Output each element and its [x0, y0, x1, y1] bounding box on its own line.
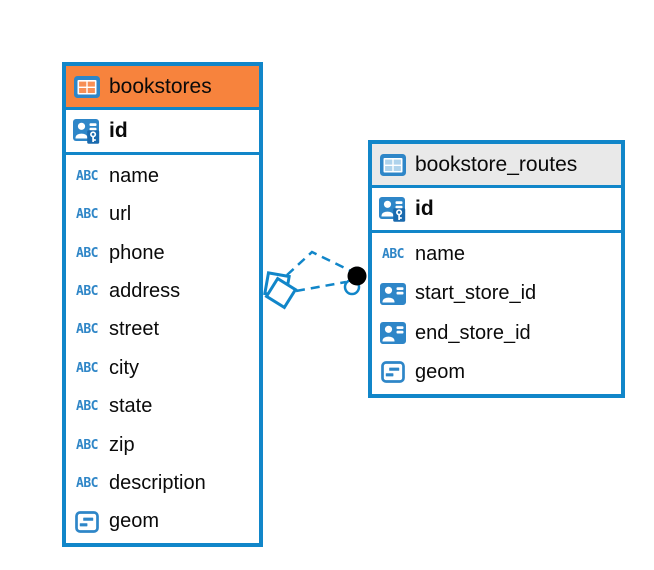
column-label: name — [415, 243, 466, 266]
reference-type-icon — [379, 283, 407, 305]
column-row[interactable]: ABC city — [66, 349, 259, 387]
table-bookstores[interactable]: bookstores id ABC name ABC url ABC phone… — [62, 62, 263, 547]
column-row[interactable]: ABC state — [66, 387, 259, 425]
text-type-icon: ABC — [76, 283, 98, 299]
column-label: city — [109, 356, 139, 379]
text-type-icon: ABC — [76, 245, 98, 261]
column-label: start_store_id — [415, 282, 537, 305]
column-label: id — [415, 197, 434, 220]
text-type-icon: ABC — [76, 322, 98, 338]
column-row[interactable]: ABC description — [66, 464, 259, 502]
text-type-icon: ABC — [382, 247, 404, 263]
column-row[interactable]: end_store_id — [372, 314, 621, 353]
column-row[interactable]: ABC name — [66, 157, 259, 195]
relationship-line-lower[interactable] — [295, 280, 347, 293]
column-label: zip — [109, 433, 135, 456]
dot-marker — [343, 266, 367, 296]
column-label: phone — [109, 241, 165, 264]
column-label: name — [109, 164, 160, 187]
column-row[interactable]: start_store_id — [372, 274, 621, 313]
primary-key-icon — [73, 119, 101, 144]
column-label: geom — [415, 360, 466, 383]
object-type-icon — [73, 511, 101, 533]
table-title: bookstores — [109, 74, 212, 98]
column-list: ABC name ABC url ABC phone ABC address A… — [66, 155, 259, 543]
column-row[interactable]: ABC address — [66, 272, 259, 310]
column-row[interactable]: geom — [66, 503, 259, 541]
text-type-icon: ABC — [76, 360, 98, 376]
table-icon — [379, 154, 407, 176]
column-label: end_store_id — [415, 321, 531, 344]
column-row[interactable]: ABC url — [66, 195, 259, 233]
column-label: id — [109, 119, 128, 142]
text-type-icon: ABC — [76, 399, 98, 415]
table-bookstore-routes[interactable]: bookstore_routes id ABC name start_store… — [368, 140, 625, 398]
column-list: ABC name start_store_id end_store_id ge — [372, 233, 621, 394]
relationship-connector[interactable] — [263, 250, 367, 310]
column-row-pk[interactable]: id — [66, 110, 259, 155]
column-row[interactable]: ABC zip — [66, 426, 259, 464]
column-label: description — [109, 471, 206, 494]
table-icon — [73, 76, 101, 98]
text-type-icon: ABC — [76, 168, 98, 184]
text-type-icon: ABC — [76, 207, 98, 223]
table-bookstore-routes-header[interactable]: bookstore_routes — [372, 144, 621, 188]
column-label: geom — [109, 510, 160, 533]
table-title: bookstore_routes — [415, 152, 578, 176]
column-row[interactable]: ABC phone — [66, 234, 259, 272]
text-type-icon: ABC — [76, 475, 98, 491]
column-row[interactable]: geom — [372, 353, 621, 392]
column-label: street — [109, 318, 160, 341]
column-label: state — [109, 395, 153, 418]
diamond-marker — [263, 271, 298, 310]
column-label: url — [109, 203, 132, 226]
relationship-line-upper[interactable] — [286, 250, 352, 276]
reference-type-icon — [379, 322, 407, 344]
table-bookstores-header[interactable]: bookstores — [66, 66, 259, 110]
text-type-icon: ABC — [76, 437, 98, 453]
primary-key-icon — [379, 197, 407, 222]
column-label: address — [109, 279, 181, 302]
column-row[interactable]: ABC name — [372, 235, 621, 274]
column-row-pk[interactable]: id — [372, 188, 621, 233]
object-type-icon — [379, 361, 407, 383]
column-row[interactable]: ABC street — [66, 311, 259, 349]
